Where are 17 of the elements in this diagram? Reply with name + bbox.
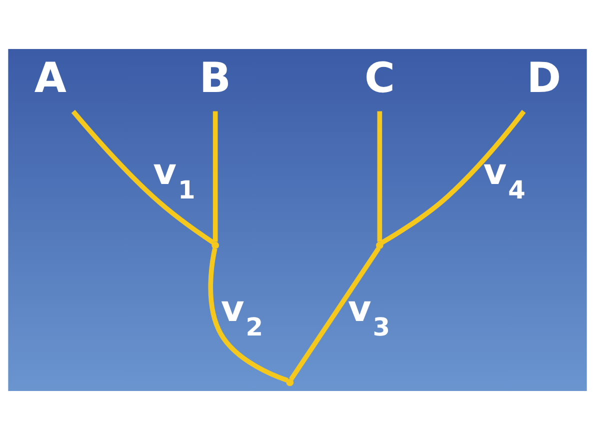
node-text: A <box>34 54 66 102</box>
node-point <box>286 378 294 386</box>
node-point <box>376 242 384 249</box>
edge-label: v$_{3}$ <box>348 289 390 342</box>
edge-label: v$_{2}$ <box>220 289 264 342</box>
edge-label: v$_{1}$ <box>153 152 196 205</box>
connector <box>289 246 381 381</box>
connector <box>380 110 526 246</box>
node-text: D <box>526 54 562 102</box>
node-text: C <box>364 54 395 102</box>
connector <box>377 111 382 242</box>
node-point <box>212 242 219 249</box>
connector <box>212 111 218 242</box>
node-text: B <box>199 54 232 102</box>
edge-label: v$_{4}$ <box>483 152 526 205</box>
connector <box>208 248 288 383</box>
connector <box>71 110 215 245</box>
